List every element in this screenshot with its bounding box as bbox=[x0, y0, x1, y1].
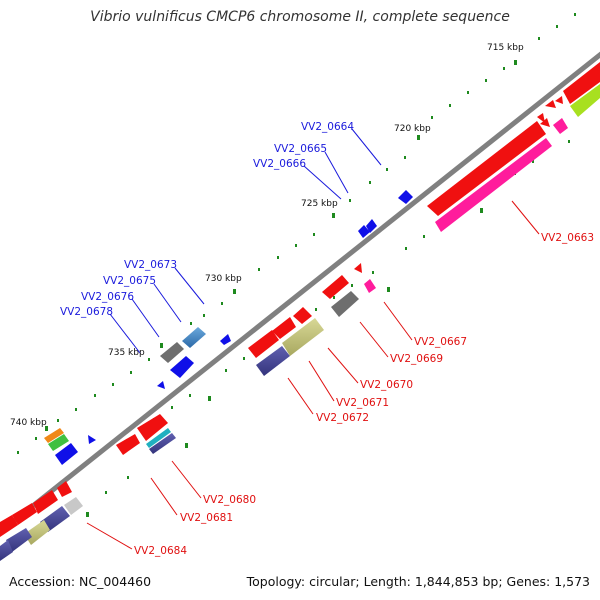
gene-indigo-ll-1 bbox=[40, 506, 70, 532]
gene-vv2-0670-red bbox=[293, 307, 312, 324]
gene-label-vv2-0672: VV2_0672 bbox=[316, 412, 369, 424]
reverse-strand-genes bbox=[0, 62, 600, 561]
chromosome-backbone bbox=[0, 51, 600, 536]
gene-indigo-ll-3 bbox=[0, 540, 13, 561]
map-title: Vibrio vulnificus CMCP6 chromosome II, c… bbox=[90, 9, 510, 25]
label-leaders bbox=[86, 128, 540, 550]
gene-label-vv2-0664: VV2_0664 bbox=[301, 121, 354, 133]
gene-vv2-0663 bbox=[427, 121, 546, 216]
forward-strand-genes bbox=[44, 190, 413, 465]
gene-vv2-0670 bbox=[282, 318, 324, 356]
gene-pink-tr bbox=[553, 118, 568, 134]
gene-label-vv2-0667: VV2_0667 bbox=[414, 336, 467, 348]
accession-text: Accession: NC_004460 bbox=[9, 574, 152, 589]
gene-lime bbox=[570, 84, 600, 117]
gene-label-vv2-0670: VV2_0670 bbox=[360, 379, 413, 391]
gene-label-vv2-0673: VV2_0673 bbox=[124, 259, 177, 271]
gene-vv2-0669-red bbox=[322, 275, 349, 299]
gene-red-tr-1 bbox=[563, 62, 600, 104]
gene-vv2-0680-red bbox=[137, 414, 168, 441]
gene-red-small-1 bbox=[540, 118, 550, 127]
gene-red-ll-2 bbox=[33, 490, 58, 514]
gene-blue-left bbox=[55, 443, 78, 465]
gene-indigo-ll-2 bbox=[6, 528, 32, 552]
gene-vv2-0663-pink bbox=[435, 138, 552, 232]
gene-red-tr-3 bbox=[555, 96, 563, 104]
gene-vv2-0673 bbox=[220, 334, 231, 345]
gene-vv2-0671-red bbox=[272, 317, 296, 339]
gene-vv2-0678b bbox=[157, 381, 165, 389]
gene-red-ll-4 bbox=[0, 515, 18, 537]
gene-label-vv2-0671: VV2_0671 bbox=[336, 397, 389, 409]
gene-label-vv2-0666: VV2_0666 bbox=[253, 158, 306, 170]
gene-vv2-0675 bbox=[182, 327, 206, 348]
gene-red-tr-2 bbox=[545, 100, 556, 108]
gene-olive-ll bbox=[24, 520, 50, 545]
scale-label-715: 715 kbp bbox=[487, 43, 524, 53]
gene-blue-left-2 bbox=[88, 435, 96, 444]
scale-label-725: 725 kbp bbox=[301, 199, 338, 209]
gene-label-vv2-0665: VV2_0665 bbox=[274, 143, 327, 155]
gene-label-vv2-0676: VV2_0676 bbox=[81, 291, 134, 303]
gene-label-vv2-0678: VV2_0678 bbox=[60, 306, 113, 318]
gene-label-vv2-0663: VV2_0663 bbox=[541, 232, 594, 244]
scale-labels: 715 kbp 720 kbp 725 kbp 730 kbp 735 kbp … bbox=[10, 43, 524, 428]
topology-text: Topology: circular; Length: 1,844,853 bp… bbox=[246, 574, 590, 589]
scale-label-720: 720 kbp bbox=[394, 124, 431, 134]
gene-vv2-0672-red bbox=[248, 330, 279, 358]
gene-vv2-0664 bbox=[398, 190, 413, 204]
gene-label-vv2-0669: VV2_0669 bbox=[390, 353, 443, 365]
gene-vv2-0684-gray bbox=[64, 497, 83, 515]
gene-vv2-0665 bbox=[366, 219, 377, 233]
gene-vv2-0680 bbox=[146, 428, 171, 448]
gene-vv2-0669 bbox=[331, 291, 359, 317]
gene-label-vv2-0675: VV2_0675 bbox=[103, 275, 156, 287]
gene-labels-upper: VV2_0664 VV2_0665 VV2_0666 VV2_0673 VV2_… bbox=[60, 121, 354, 318]
scale-ticks bbox=[17, 13, 576, 517]
gene-label-vv2-0684: VV2_0684 bbox=[134, 545, 187, 557]
gene-vv2-0672 bbox=[256, 346, 290, 376]
gene-labels-lower: VV2_0663 VV2_0667 VV2_0669 VV2_0670 VV2_… bbox=[134, 232, 594, 557]
gene-red-tr-4 bbox=[537, 113, 545, 123]
scale-label-735: 735 kbp bbox=[108, 348, 145, 358]
gene-vv2-0667-pink bbox=[364, 279, 376, 293]
scale-label-730: 730 kbp bbox=[205, 274, 242, 284]
gene-label-vv2-0680: VV2_0680 bbox=[203, 494, 256, 506]
gene-green bbox=[48, 434, 69, 451]
gene-vv2-0680-b bbox=[149, 433, 176, 454]
gene-red-ll-3 bbox=[12, 503, 37, 525]
gene-vv2-0678 bbox=[160, 342, 184, 363]
gene-red-ll-1 bbox=[57, 481, 72, 497]
gene-vv2-0681-red bbox=[116, 434, 140, 455]
gene-label-vv2-0681: VV2_0681 bbox=[180, 512, 233, 524]
gene-vv2-0676 bbox=[170, 356, 194, 378]
scale-label-740: 740 kbp bbox=[10, 418, 47, 428]
gene-vv2-0667 bbox=[354, 263, 362, 273]
gene-orange bbox=[44, 428, 64, 443]
gene-vv2-0666 bbox=[358, 225, 370, 238]
